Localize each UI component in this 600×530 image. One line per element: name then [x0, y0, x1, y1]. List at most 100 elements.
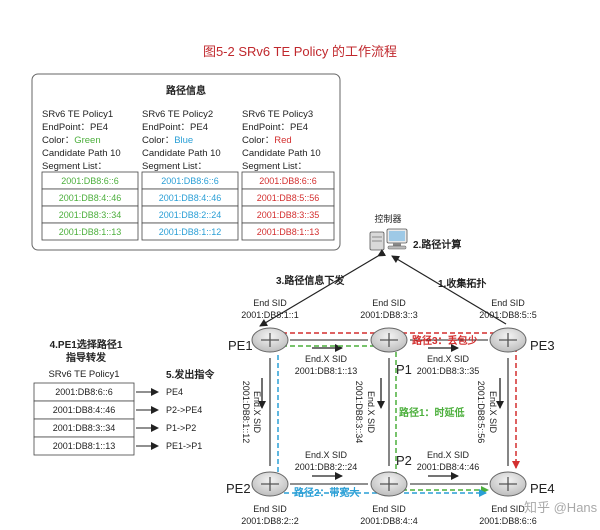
router-pe4 — [489, 471, 527, 497]
policy-1-segment: 2001:DB8:1::13 — [59, 227, 122, 237]
policy-1-color: Color：Green — [42, 135, 101, 146]
policy-1-endpoint: EndPoint：PE4 — [42, 122, 108, 133]
instruction-text: PE1->P1 — [166, 441, 202, 451]
end-sid-label-pe1: End SID — [253, 298, 287, 308]
router-pe3 — [489, 327, 527, 353]
controller-to-pe1-arrow — [259, 248, 387, 327]
instruction-text: PE4 — [166, 387, 183, 397]
policy-2-segment-cell — [141, 222, 239, 241]
end-sid-pe4: 2001:DB8:6::6 — [479, 516, 537, 526]
policy-3-segment: 2001:DB8:5::56 — [257, 193, 320, 203]
end-sid-p2: 2001:DB8:4::4 — [360, 516, 418, 526]
end-sids-bottom: End SID 2001:DB8:2::2 End SID 2001:DB8:4… — [241, 504, 537, 526]
policy-2-candidate: Candidate Path 10 — [142, 148, 221, 159]
left-table-sid: 2001:DB8:1::13 — [53, 441, 116, 451]
step-1-label: 1.收集拓扑 — [438, 277, 486, 290]
policy-2-color: Color：Blue — [142, 135, 193, 146]
node-name-p1: P1 — [396, 362, 412, 377]
node-name-pe2: PE2 — [226, 481, 251, 496]
figure-title: 图5-2 SRv6 TE Policy 的工作流程 — [203, 44, 397, 59]
node-name-pe1: PE1 — [228, 338, 253, 353]
path-1-line — [282, 345, 489, 494]
policy-3-color: Color：Red — [242, 135, 292, 146]
router-pe2 — [251, 471, 289, 497]
policy-2-segment-label: Segment List： — [142, 161, 207, 172]
controller-icon — [369, 228, 408, 251]
policy-2-segment: 2001:DB8:1::12 — [159, 227, 222, 237]
path-info-header: 路径信息 — [166, 84, 206, 97]
left-table-arrows — [136, 388, 159, 450]
topology-links — [269, 339, 509, 485]
policy-1-candidate: Candidate Path 10 — [42, 148, 121, 159]
endx-sid-p1-p2: 2001:DB8:3::34 — [354, 381, 364, 444]
policy-1-segment: 2001:DB8:3::34 — [59, 210, 122, 220]
end-sid-label-pe3: End SID — [491, 298, 525, 308]
policy-2-name: SRv6 TE Policy2 — [142, 109, 213, 120]
endx-label-p1-pe3: End.X SID — [427, 354, 470, 364]
left-table-sid: 2001:DB8:6::6 — [55, 387, 113, 397]
policy-1-segment-cell — [41, 222, 139, 241]
endx-sid-pe3-pe4: 2001:DB8:5::56 — [476, 381, 486, 444]
step-4-label-line1: 4.PE1选择路径1 — [50, 338, 123, 351]
policy-1-info: SRv6 TE Policy1 EndPoint：PE4 Color：Green… — [42, 109, 121, 172]
end-sid-label-p1: End SID — [372, 298, 406, 308]
left-table-policy-name: SRv6 TE Policy1 — [48, 369, 119, 380]
end-sid-pe3: 2001:DB8:5::5 — [479, 310, 537, 320]
policy-2-segment: 2001:DB8:2::24 — [159, 210, 222, 220]
instruction-text: P2->PE4 — [166, 405, 202, 415]
left-table-sid: 2001:DB8:3::34 — [53, 423, 116, 433]
endx-label-pe3-pe4: End.X SID — [488, 391, 498, 434]
left-table-instructions: PE4 P2->PE4 P1->P2 PE1->P1 — [166, 387, 202, 451]
endx-sid-p2-pe4: 2001:DB8:4::46 — [417, 462, 480, 472]
policy-3-segment: 2001:DB8:1::13 — [257, 227, 320, 237]
path-1-label: 路径1：时延低 — [399, 406, 465, 419]
pe3-to-controller-arrow — [391, 255, 507, 325]
controller-label: 控制器 — [374, 213, 401, 224]
policy-1-segments: 2001:DB8:6::6 2001:DB8:4::46 2001:DB8:3:… — [41, 171, 139, 241]
router-p1 — [370, 327, 408, 353]
policy-3-segment-cell — [241, 222, 335, 241]
left-table-sid: 2001:DB8:4::46 — [53, 405, 116, 415]
path-3-label: 路径3：丢包少 — [412, 334, 478, 347]
policy-3-color-value: Red — [274, 135, 291, 146]
endx-label-p2-pe4: End.X SID — [427, 450, 470, 460]
end-sid-pe1: 2001:DB8:1::1 — [241, 310, 299, 320]
policy-3-info: SRv6 TE Policy3 EndPoint：PE4 Color：Red C… — [242, 109, 321, 172]
node-name-p2: P2 — [396, 453, 412, 468]
policy-2-color-value: Blue — [174, 135, 193, 146]
end-sid-label-p2: End SID — [372, 504, 406, 514]
endx-label-pe1-pe2: End.X SID — [252, 391, 262, 434]
router-p2 — [370, 471, 408, 497]
endx-sid-pe1-pe2: 2001:DB8:1::12 — [241, 381, 251, 444]
endx-sids-horizontal: End.X SID 2001:DB8:1::13 End.X SID 2001:… — [295, 354, 480, 472]
left-sid-table: 2001:DB8:6::6 2001:DB8:4::46 2001:DB8:3:… — [33, 382, 135, 456]
policy-3-segment: 2001:DB8:3::35 — [257, 210, 320, 220]
policy-1-name: SRv6 TE Policy1 — [42, 109, 113, 120]
step-4-label-line2: 指导转发 — [66, 351, 107, 364]
endx-sids-vertical: 2001:DB8:1::12 End.X SID 2001:DB8:3::34 … — [241, 381, 498, 444]
router-pe1 — [251, 327, 289, 353]
policy-1-segment-label: Segment List： — [42, 161, 107, 172]
instruction-text: P1->P2 — [166, 423, 196, 433]
link-direction-arrows — [258, 344, 504, 480]
left-table-cell — [33, 436, 135, 456]
policy-1-segment: 2001:DB8:6::6 — [61, 176, 119, 186]
policy-2-segment: 2001:DB8:4::46 — [159, 193, 222, 203]
policy-3-endpoint: EndPoint：PE4 — [242, 122, 308, 133]
policy-3-segment-label: Segment List： — [242, 161, 307, 172]
endx-sid-p1-pe3: 2001:DB8:3::35 — [417, 366, 480, 376]
policy-3-name: SRv6 TE Policy3 — [242, 109, 313, 120]
policy-1-color-value: Green — [74, 135, 100, 146]
end-sid-label-pe2: End SID — [253, 504, 287, 514]
end-sids-top: End SID 2001:DB8:1::1 End SID 2001:DB8:3… — [241, 298, 537, 320]
step-2-label: 2.路径计算 — [413, 238, 461, 251]
endx-label-pe2-p2: End.X SID — [305, 450, 348, 460]
policy-3-segments: 2001:DB8:6::6 2001:DB8:5::56 2001:DB8:3:… — [241, 171, 335, 241]
end-sid-pe2: 2001:DB8:2::2 — [241, 516, 299, 526]
node-name-pe3: PE3 — [530, 338, 555, 353]
policy-3-segment: 2001:DB8:6::6 — [259, 176, 317, 186]
endx-sid-pe1-p1: 2001:DB8:1::13 — [295, 366, 358, 376]
step-3-label: 3.路径信息下发 — [276, 274, 345, 287]
end-sid-p1: 2001:DB8:3::3 — [360, 310, 418, 320]
